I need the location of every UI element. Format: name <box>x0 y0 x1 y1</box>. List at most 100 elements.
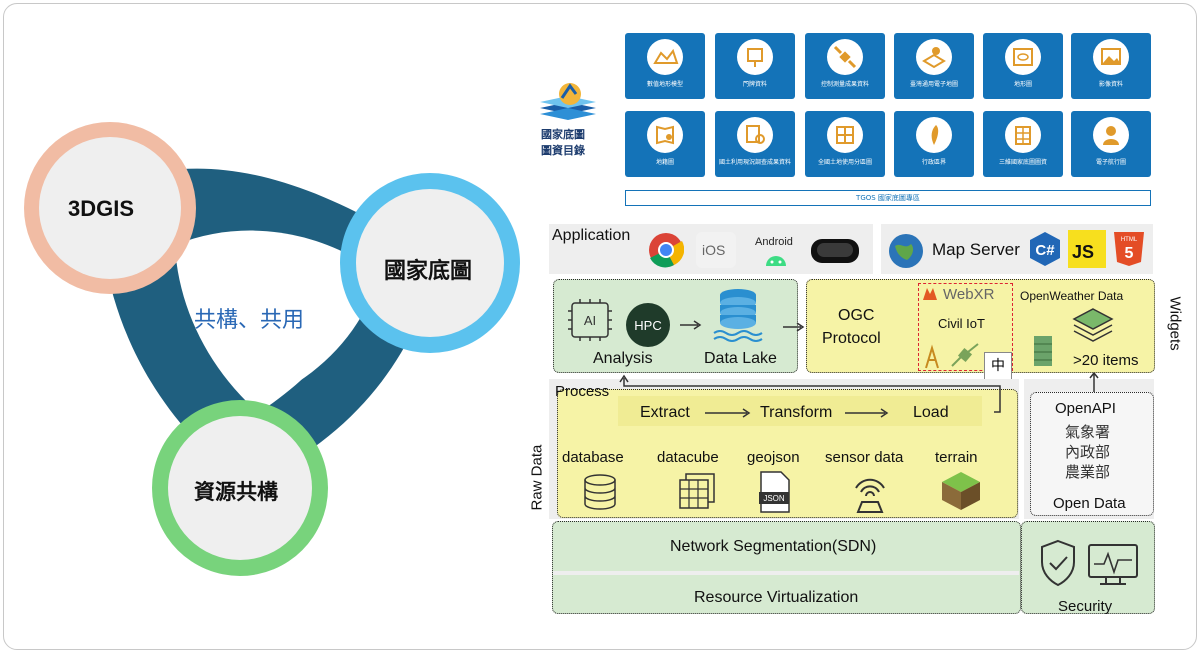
arrow-icon <box>680 320 702 330</box>
csharp-icon: C# <box>1030 232 1060 266</box>
widgets-label: Widgets <box>1166 296 1184 351</box>
arrow-up-icon <box>1089 372 1099 392</box>
label-shared-resources: 資源共構 <box>194 480 278 504</box>
map-server-label: Map Server <box>932 240 1020 259</box>
terrain-block-icon <box>942 472 980 510</box>
doorplate-icon <box>737 39 773 75</box>
image-icon <box>1093 39 1129 75</box>
agency-cwa: 氣象署 <box>1065 423 1111 441</box>
terrain-model-icon <box>647 39 683 75</box>
database-icon <box>584 474 616 510</box>
tile-topographic[interactable]: 地形圖 <box>983 33 1063 99</box>
etl-transform: Transform <box>760 404 833 421</box>
source-sensor-data: sensor data <box>825 449 904 466</box>
data-lake-label: Data Lake <box>704 350 777 367</box>
firefox-icon <box>923 288 937 300</box>
monitor-icon <box>1088 544 1138 585</box>
openweather-label: OpenWeather Data <box>1020 289 1124 303</box>
trio-diagram <box>24 122 520 576</box>
e-map-icon <box>916 39 952 75</box>
tgos-button[interactable]: TGOS 國家底圖專區 <box>625 190 1151 206</box>
taiwan-boundary-icon <box>916 117 952 153</box>
svg-text:AI: AI <box>584 313 596 328</box>
application-label: Application <box>552 227 631 244</box>
tile-nav-chart[interactable]: 電子航行圖 <box>1071 111 1151 177</box>
cadastral-map-icon <box>647 117 683 153</box>
open-data-label: Open Data <box>1053 495 1126 512</box>
label-national-basemap: 國家底圖 <box>384 259 473 284</box>
building-icon <box>1034 336 1052 366</box>
basemap-logo-icon <box>540 83 596 120</box>
zoning-map-icon <box>827 117 863 153</box>
feedback-arrow <box>619 374 1001 413</box>
openapi-label: OpenAPI <box>1055 400 1116 417</box>
tile-doorplate[interactable]: 門牌資料 <box>715 33 795 99</box>
topographic-map-icon <box>1005 39 1041 75</box>
iot-sensors-icon <box>925 343 979 369</box>
satellite-icon <box>827 39 863 75</box>
globe-icon <box>889 234 923 268</box>
logo-text-line1: 國家底圖 <box>541 128 585 141</box>
arrow-icon <box>783 322 805 332</box>
tile-zoning[interactable]: 全國土地使用分區圖 <box>805 111 885 177</box>
logo-text-line2: 圖資目錄 <box>541 144 585 157</box>
navigator-icon <box>1093 117 1129 153</box>
ogc-label: OGC <box>838 307 875 324</box>
infrastructure-box <box>552 521 1021 614</box>
analysis-label: Analysis <box>593 350 653 367</box>
source-database: database <box>562 449 624 466</box>
3d-building-icon <box>1005 117 1041 153</box>
agency-moi: 內政部 <box>1065 443 1111 461</box>
svg-text:HPC: HPC <box>634 318 661 333</box>
tile-land-use[interactable]: 國土利用現況調查成果資料 <box>715 111 795 177</box>
civil-iot-label: Civil IoT <box>938 316 985 331</box>
tile-control-survey[interactable]: 控制測量成果資料 <box>805 33 885 99</box>
svg-text:5: 5 <box>1125 245 1134 262</box>
tile-admin-boundary[interactable]: 行政區界 <box>894 111 974 177</box>
datacube-icon <box>679 473 715 509</box>
ime-badge[interactable]: 中 <box>984 352 1012 380</box>
process-label: Process <box>555 383 610 400</box>
agency-moa: 農業部 <box>1065 463 1111 481</box>
virtualization-label: Resource Virtualization <box>694 589 859 606</box>
etl-load: Load <box>913 404 949 421</box>
tile-dtm[interactable]: 數值地形模型 <box>625 33 705 99</box>
tile-cadastral[interactable]: 地籍圖 <box>625 111 705 177</box>
map-server-band <box>881 224 1153 274</box>
center-text: 共構、共用 <box>194 308 305 333</box>
vr-headset-icon <box>811 239 859 263</box>
ai-chip-icon: AI <box>568 299 612 341</box>
tile-3d-basemap[interactable]: 三維國家底圖圖資 <box>983 111 1063 177</box>
sdn-label: Network Segmentation(SDN) <box>670 538 877 555</box>
tile-e-map[interactable]: 臺灣通用電子地圖 <box>894 33 974 99</box>
webxr-zone <box>918 283 1013 371</box>
android-icon <box>766 256 786 266</box>
sensor-icon <box>855 478 885 513</box>
arrow-icon <box>845 408 889 418</box>
open-data-box <box>1030 392 1154 516</box>
items-count-label: >20 items <box>1073 352 1139 369</box>
svg-text:HTML: HTML <box>1121 237 1138 243</box>
shield-check-icon <box>1041 539 1075 587</box>
chrome-icon <box>649 233 684 268</box>
ios-icon: iOS <box>696 232 736 268</box>
label-3dgis: 3DGIS <box>68 196 135 221</box>
hpc-icon: HPC <box>626 303 670 347</box>
android-text: Android <box>755 236 793 248</box>
protocol-label: Protocol <box>822 330 881 347</box>
analysis-box <box>553 279 798 373</box>
source-geojson: geojson <box>747 449 800 466</box>
arrow-icon <box>705 408 751 418</box>
layers-icon <box>1072 308 1114 342</box>
raw-data-label: Raw Data <box>528 444 546 511</box>
source-datacube: datacube <box>657 449 719 466</box>
etl-strip <box>618 396 982 426</box>
tile-imagery[interactable]: 影像資料 <box>1071 33 1151 99</box>
etl-extract: Extract <box>640 404 690 421</box>
webxr-label: WebXR <box>943 286 995 303</box>
source-terrain: terrain <box>935 449 978 466</box>
infrastructure-divider <box>553 571 1019 575</box>
center-area <box>175 230 380 400</box>
svg-text:JSON: JSON <box>763 494 785 503</box>
security-label: Security <box>1058 598 1113 615</box>
